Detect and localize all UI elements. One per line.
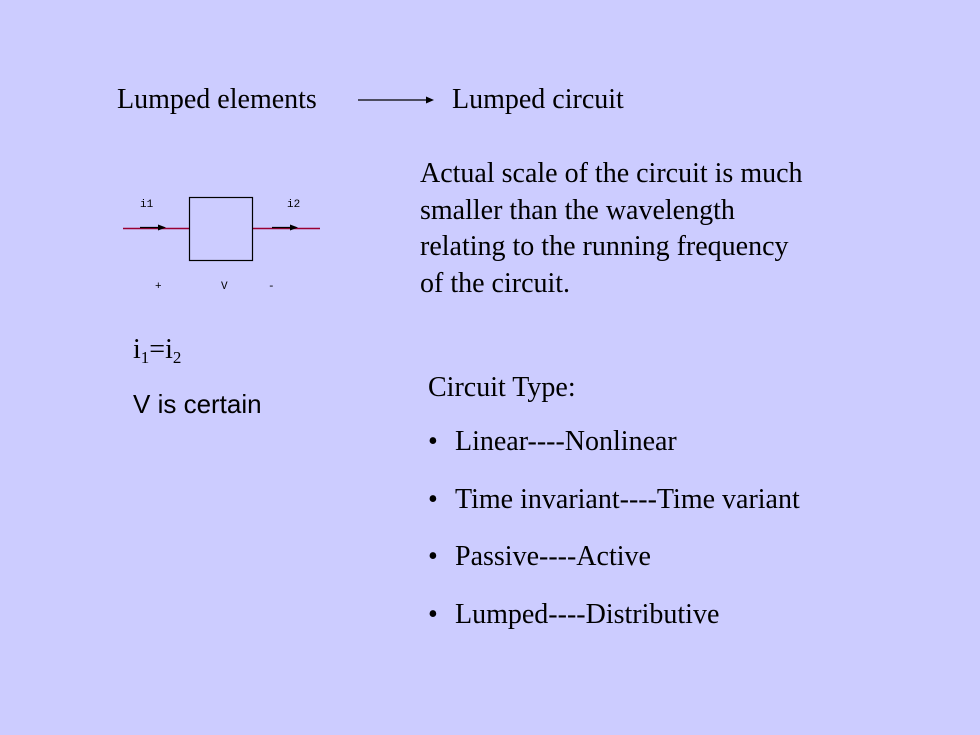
bullet-icon: •	[428, 598, 438, 630]
lumped-circuit-label: Lumped circuit	[452, 84, 624, 115]
description-line: smaller than the wavelength	[420, 194, 735, 226]
equation-sub-right: 2	[172, 348, 182, 367]
current-out-label: i2	[287, 199, 301, 211]
scale-description: Actual scale of the circuit is much smal…	[420, 156, 803, 302]
list-item: • Lumped----Distributive	[428, 599, 800, 657]
circuit-type-heading: Circuit Type:	[428, 372, 576, 403]
current-in-arrowhead-icon	[158, 224, 166, 231]
equation-sub-left: 1	[140, 348, 150, 367]
circuit-type-item: Passive----Active	[455, 541, 651, 572]
bullet-icon: •	[428, 426, 438, 457]
two-terminal-element-diagram	[123, 196, 320, 262]
circuit-type-item: Time invariant----Time variant	[455, 483, 800, 515]
current-equality-equation: i1=i2	[133, 334, 181, 366]
element-box	[188, 196, 254, 262]
current-out-arrowhead-icon	[290, 224, 298, 231]
list-item: • Time invariant----Time variant	[428, 484, 800, 542]
minus-terminal-label: -	[268, 281, 275, 293]
description-line: of the circuit.	[420, 267, 571, 299]
list-item: • Passive----Active	[428, 541, 800, 599]
equation-i-right: i	[165, 334, 173, 365]
right-arrow-icon	[358, 96, 434, 104]
equation-i-left: i	[133, 334, 141, 365]
list-item: • Linear----Nonlinear	[428, 426, 800, 484]
circuit-type-list: • Linear----Nonlinear • Time invariant----…	[428, 426, 800, 656]
equation-equals: =	[149, 334, 166, 365]
bullet-icon: •	[428, 483, 438, 515]
voltage-certain-text: V is certain	[133, 389, 262, 419]
bullet-icon: •	[428, 541, 438, 572]
plus-terminal-label: +	[155, 281, 162, 293]
lumped-elements-label: Lumped elements	[117, 84, 317, 115]
current-in-label: i1	[140, 199, 154, 211]
circuit-type-item: Linear----Nonlinear	[455, 426, 677, 457]
description-line: relating to the running frequency	[420, 231, 789, 262]
voltage-label: V	[221, 281, 228, 293]
description-line: Actual scale of the circuit is much	[420, 158, 803, 189]
circuit-type-item: Lumped----Distributive	[455, 598, 720, 630]
